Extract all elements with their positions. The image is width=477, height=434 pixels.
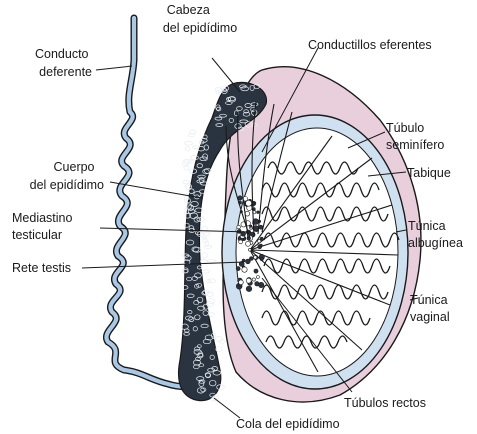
rete-node	[239, 280, 244, 285]
label-cuerpo-epididimo: Cuerpo del epidídimo	[30, 160, 104, 192]
rete-node	[259, 282, 264, 287]
rete-node	[236, 267, 240, 271]
rete-node	[254, 256, 257, 259]
rete-node	[257, 211, 260, 214]
rete-node	[256, 276, 259, 279]
epididymis-coil	[185, 142, 193, 146]
rete-node	[250, 225, 252, 227]
epididymis-coil	[185, 146, 189, 151]
rete-node	[246, 278, 251, 283]
rete-node	[249, 257, 253, 261]
rete-node	[260, 244, 263, 247]
epididymis-coil	[202, 270, 210, 273]
epididymis-coil	[209, 313, 215, 317]
rete-node	[258, 240, 261, 243]
rete-node	[254, 269, 258, 273]
label-tubulo-seminifero: Túbulo seminífero	[386, 121, 444, 152]
rete-node	[246, 241, 251, 246]
rete-node	[248, 248, 251, 251]
rete-node	[246, 200, 252, 206]
label-tabique: Tabique	[407, 166, 451, 180]
label-cola-epididimo: Cola del epidídimo	[236, 417, 340, 431]
epididymis-coil	[200, 259, 207, 263]
epididymis-coil	[216, 347, 222, 352]
leader-conducto-deferente	[96, 66, 132, 70]
label-conducto-deferente: Conducto deferente	[35, 47, 92, 79]
label-mediastino-testicular: Mediastino testicular	[12, 211, 76, 242]
leader-cabeza-epididimo	[212, 58, 240, 92]
rete-node	[239, 240, 243, 244]
label-tubulos-rectos: Túbulos rectos	[344, 396, 426, 410]
label-conductillos-eferentes: Conductillos eferentes	[308, 38, 432, 52]
label-tunica-vaginal: Túnica vaginal	[410, 293, 451, 324]
rete-node	[260, 258, 263, 261]
leader-rete-testis	[82, 262, 244, 268]
epididymis-coil	[216, 87, 222, 92]
rete-node	[246, 286, 252, 292]
label-cabeza-epididimo: Cabeza del epidídimo	[163, 3, 237, 35]
leader-cola-epididimo	[214, 398, 240, 418]
label-rete-testis: Rete testis	[12, 261, 71, 275]
rete-node	[255, 282, 259, 286]
epididymis-coil	[208, 259, 216, 262]
rete-node	[252, 278, 255, 281]
epididymis-coil	[206, 301, 213, 306]
epididymis-coil	[183, 180, 190, 183]
epididymis-coil	[205, 232, 210, 235]
epididymis-coil	[201, 227, 207, 231]
epididymis-coil	[202, 253, 207, 258]
rete-node	[242, 267, 247, 272]
